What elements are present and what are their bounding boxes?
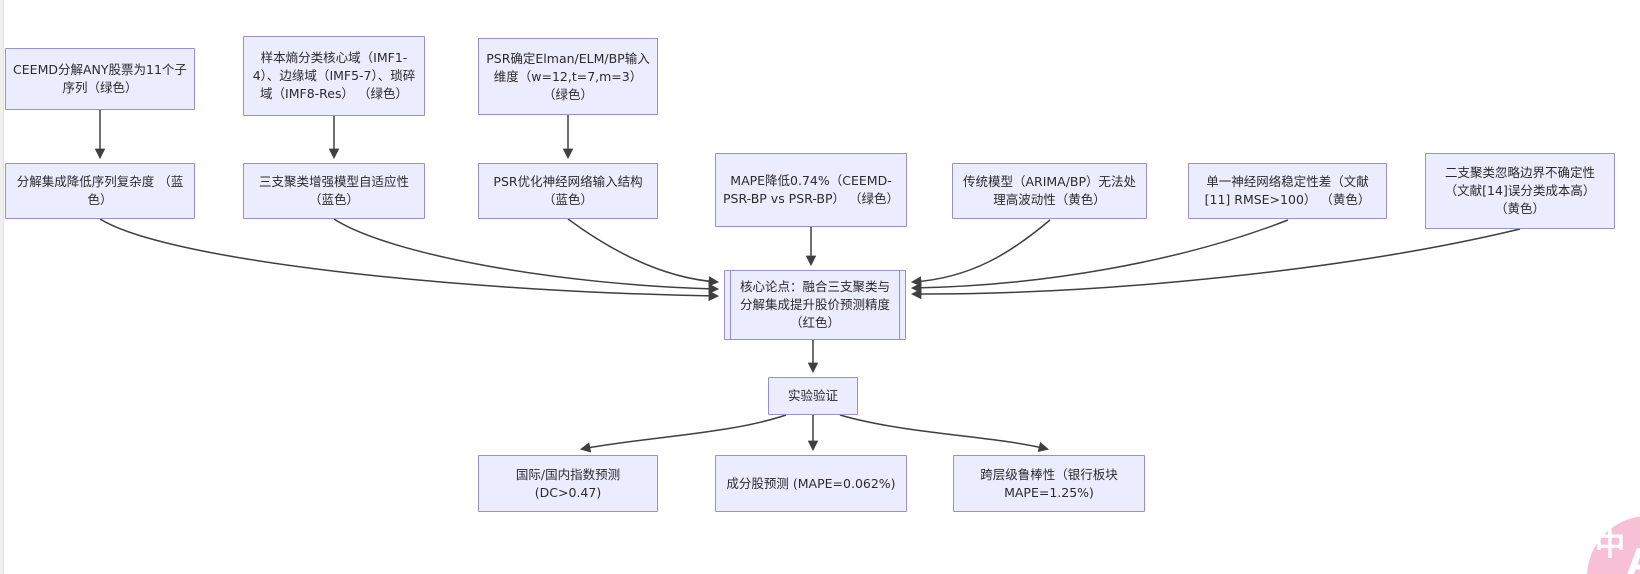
node-psr-dimensions: PSR确定Elman/ELM/BP输入维度（w=12,t=7,m=3） （绿色） — [478, 38, 658, 115]
node-sample-entropy: 样本熵分类核心域（IMF1-4）、边缘域（IMF5-7）、琐碎域（IMF8-Re… — [243, 36, 425, 116]
edge-singlenn-to-core — [910, 219, 1289, 294]
edge-traditional-to-core — [910, 219, 1051, 287]
node-label: 三支聚类增强模型自适应性 （蓝色） — [258, 174, 409, 207]
node-label: 成分股预测 (MAPE=0.062%) — [726, 475, 896, 491]
node-decomposition-complexity: 分解集成降低序列复杂度 （蓝色） — [5, 163, 195, 219]
page-left-edge-strip — [0, 0, 4, 574]
node-traditional-models: 传统模型（ARIMA/BP）无法处理高波动性（黄色） — [952, 163, 1147, 219]
node-label: CEEMD分解ANY股票为11个子序列（绿色） — [13, 62, 187, 95]
edge-experiment-to-index — [579, 414, 787, 453]
node-index-prediction: 国际/国内指数预测 (DC>0.47) — [478, 455, 658, 512]
node-label: 传统模型（ARIMA/BP）无法处理高波动性（黄色） — [962, 174, 1137, 207]
edge-twoway-to-core — [910, 228, 1521, 300]
node-label: 分解集成降低序列复杂度 （蓝色） — [16, 174, 184, 207]
node-label: 核心论点：融合三支聚类与分解集成提升股价预测精度 （红色） — [739, 279, 890, 330]
edge-decomp-to-core — [99, 218, 720, 302]
node-label: PSR优化神经网络输入结构 （蓝色） — [493, 174, 643, 207]
node-label: PSR确定Elman/ELM/BP输入维度（w=12,t=7,m=3） （绿色） — [486, 50, 650, 102]
node-mape-reduction: MAPE降低0.74%（CEEMD-PSR-BP vs PSR-BP） （绿色） — [715, 153, 907, 227]
node-experimental-validation: 实验验证 — [768, 377, 858, 415]
translate-button[interactable]: 中 A — [1587, 516, 1640, 574]
node-label: MAPE降低0.74%（CEEMD-PSR-BP vs PSR-BP） （绿色） — [723, 173, 899, 206]
node-core-thesis: 核心论点：融合三支聚类与分解集成提升股价预测精度 （红色） — [724, 270, 906, 340]
edge-psrstructure-to-core — [567, 218, 720, 287]
node-psr-input-structure: PSR优化神经网络输入结构 （蓝色） — [478, 163, 658, 219]
node-label: 单一神经网络稳定性差（文献[11] RMSE>100） （黄色） — [1204, 174, 1371, 207]
node-label: 国际/国内指数预测 (DC>0.47) — [515, 466, 621, 500]
node-label: 样本熵分类核心域（IMF1-4）、边缘域（IMF5-7）、琐碎域（IMF8-Re… — [252, 50, 416, 101]
node-two-way-clustering: 二支聚类忽略边界不确定性 （文献[14]误分类成本高） （黄色） — [1425, 153, 1615, 229]
node-single-nn-instability: 单一神经网络稳定性差（文献[11] RMSE>100） （黄色） — [1188, 163, 1387, 219]
node-cross-level-robustness: 跨层级鲁棒性（银行板块 MAPE=1.25%) — [953, 455, 1145, 512]
node-component-stock-prediction: 成分股预测 (MAPE=0.062%) — [715, 455, 907, 512]
translate-zh-glyph: 中 — [1595, 528, 1625, 563]
node-label: 二支聚类忽略边界不确定性 （文献[14]误分类成本高） （黄色） — [1444, 165, 1596, 216]
node-label: 跨层级鲁棒性（银行板块 MAPE=1.25%) — [980, 466, 1118, 500]
edge-threeway-to-core — [333, 218, 720, 295]
node-label: 实验验证 — [787, 388, 838, 403]
node-three-way-clustering: 三支聚类增强模型自适应性 （蓝色） — [243, 163, 425, 219]
translate-latin-glyph: A — [1627, 542, 1640, 574]
node-ceemd-decompose: CEEMD分解ANY股票为11个子序列（绿色） — [5, 48, 195, 110]
edge-experiment-to-robustness — [839, 414, 1050, 453]
